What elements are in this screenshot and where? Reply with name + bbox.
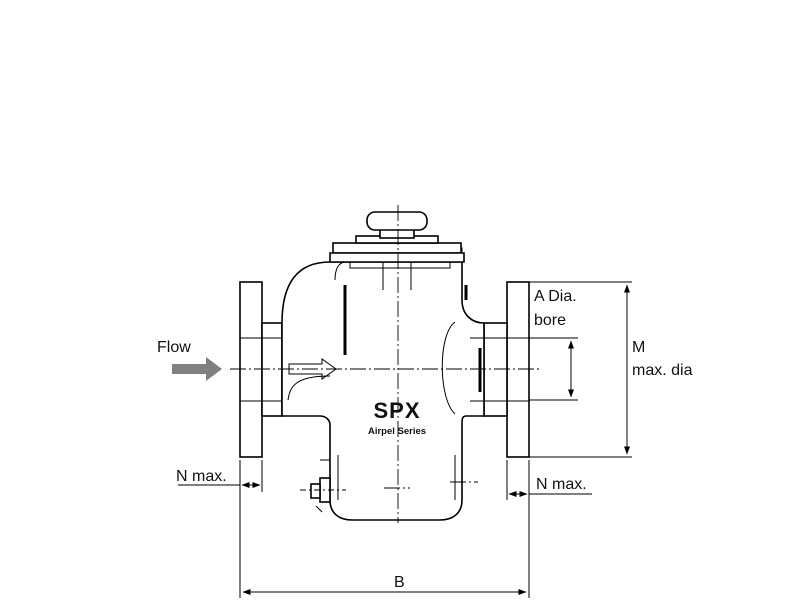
m-max-dia-label: max. dia — [632, 362, 693, 379]
bore-label: bore — [534, 312, 566, 329]
flow-arrow-icon — [172, 357, 222, 381]
dimension-m — [529, 281, 632, 458]
dimension-b — [239, 460, 530, 598]
left-flange — [239, 281, 283, 458]
right-flange — [483, 281, 530, 458]
dimension-n-left — [178, 460, 263, 492]
n-max-right-label: N max. — [536, 476, 587, 493]
brand-series: Airpel Series — [368, 426, 426, 437]
flow-label: Flow — [157, 339, 191, 356]
b-label: B — [394, 574, 405, 591]
internal-flow-arrow — [288, 358, 337, 380]
top-cover — [329, 211, 465, 290]
drain-plug — [300, 477, 346, 513]
a-dia-label: A Dia. — [534, 288, 577, 305]
m-label: M — [632, 339, 645, 356]
brand-name: SPX — [373, 398, 420, 423]
dimension-a-bore — [529, 337, 578, 401]
dimension-n-right — [506, 460, 592, 500]
brand-logo: SPX Airpel Series — [368, 398, 426, 437]
n-max-left-label: N max. — [176, 468, 227, 485]
